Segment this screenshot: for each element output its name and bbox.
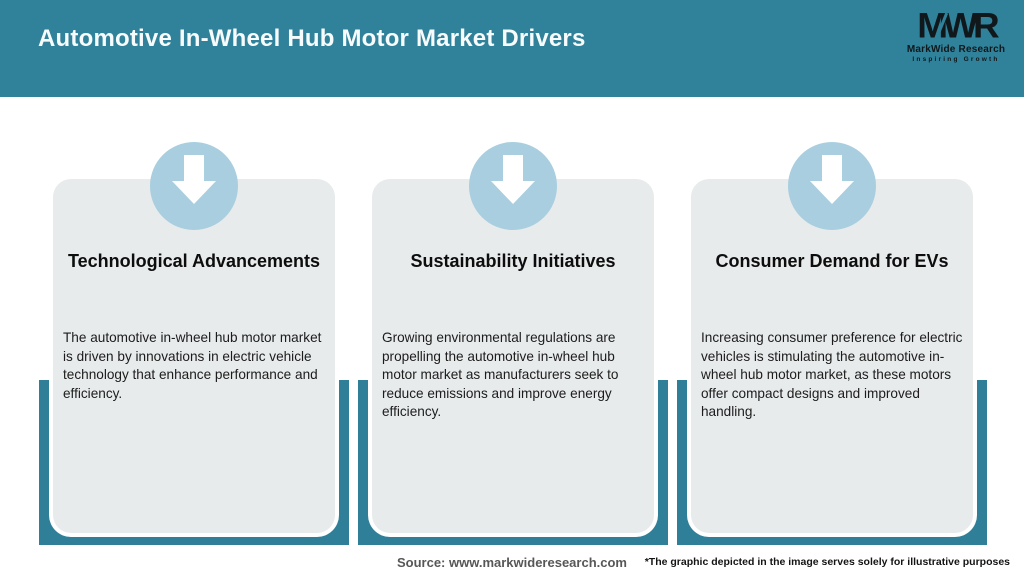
down-arrow-icon	[810, 155, 854, 204]
driver-column-technological-advancements: Technological Advancements The automotiv…	[39, 142, 349, 545]
driver-column-sustainability-initiatives: Sustainability Initiatives Growing envir…	[358, 142, 668, 545]
card-description: The automotive in-wheel hub motor market…	[63, 330, 322, 401]
disclaimer-text: *The graphic depicted in the image serve…	[638, 556, 1010, 568]
header-bar: Automotive In-Wheel Hub Motor Market Dri…	[0, 0, 1024, 97]
logo-tagline: Inspiring Growth	[912, 56, 1000, 64]
driver-card: Technological Advancements The automotiv…	[53, 179, 335, 533]
card-title: Sustainability Initiatives	[410, 251, 616, 271]
arrow-circle-badge	[150, 142, 238, 230]
page-title: Automotive In-Wheel Hub Motor Market Dri…	[38, 25, 586, 52]
card-description: Increasing consumer preference for elect…	[701, 330, 963, 419]
arrow-circle-badge	[788, 142, 876, 230]
arrow-circle-badge	[469, 142, 557, 230]
source-text: Source: www.markwideresearch.com	[396, 555, 627, 570]
markwide-logo: MWR MarkWide Research Inspiring Growth	[904, 6, 1008, 64]
card-description: Growing environmental regulations are pr…	[382, 330, 619, 419]
down-arrow-icon	[491, 155, 535, 204]
logo-monogram: MWR	[917, 6, 999, 45]
card-title: Technological Advancements	[67, 251, 321, 271]
down-arrow-icon	[172, 155, 216, 204]
driver-card: Sustainability Initiatives Growing envir…	[372, 179, 654, 533]
driver-card: Consumer Demand for EVs Increasing consu…	[691, 179, 973, 533]
logo-company-name: MarkWide Research	[906, 44, 1006, 56]
driver-column-consumer-demand-for-evs: Consumer Demand for EVs Increasing consu…	[677, 142, 987, 545]
card-title: Consumer Demand for EVs	[715, 251, 949, 271]
